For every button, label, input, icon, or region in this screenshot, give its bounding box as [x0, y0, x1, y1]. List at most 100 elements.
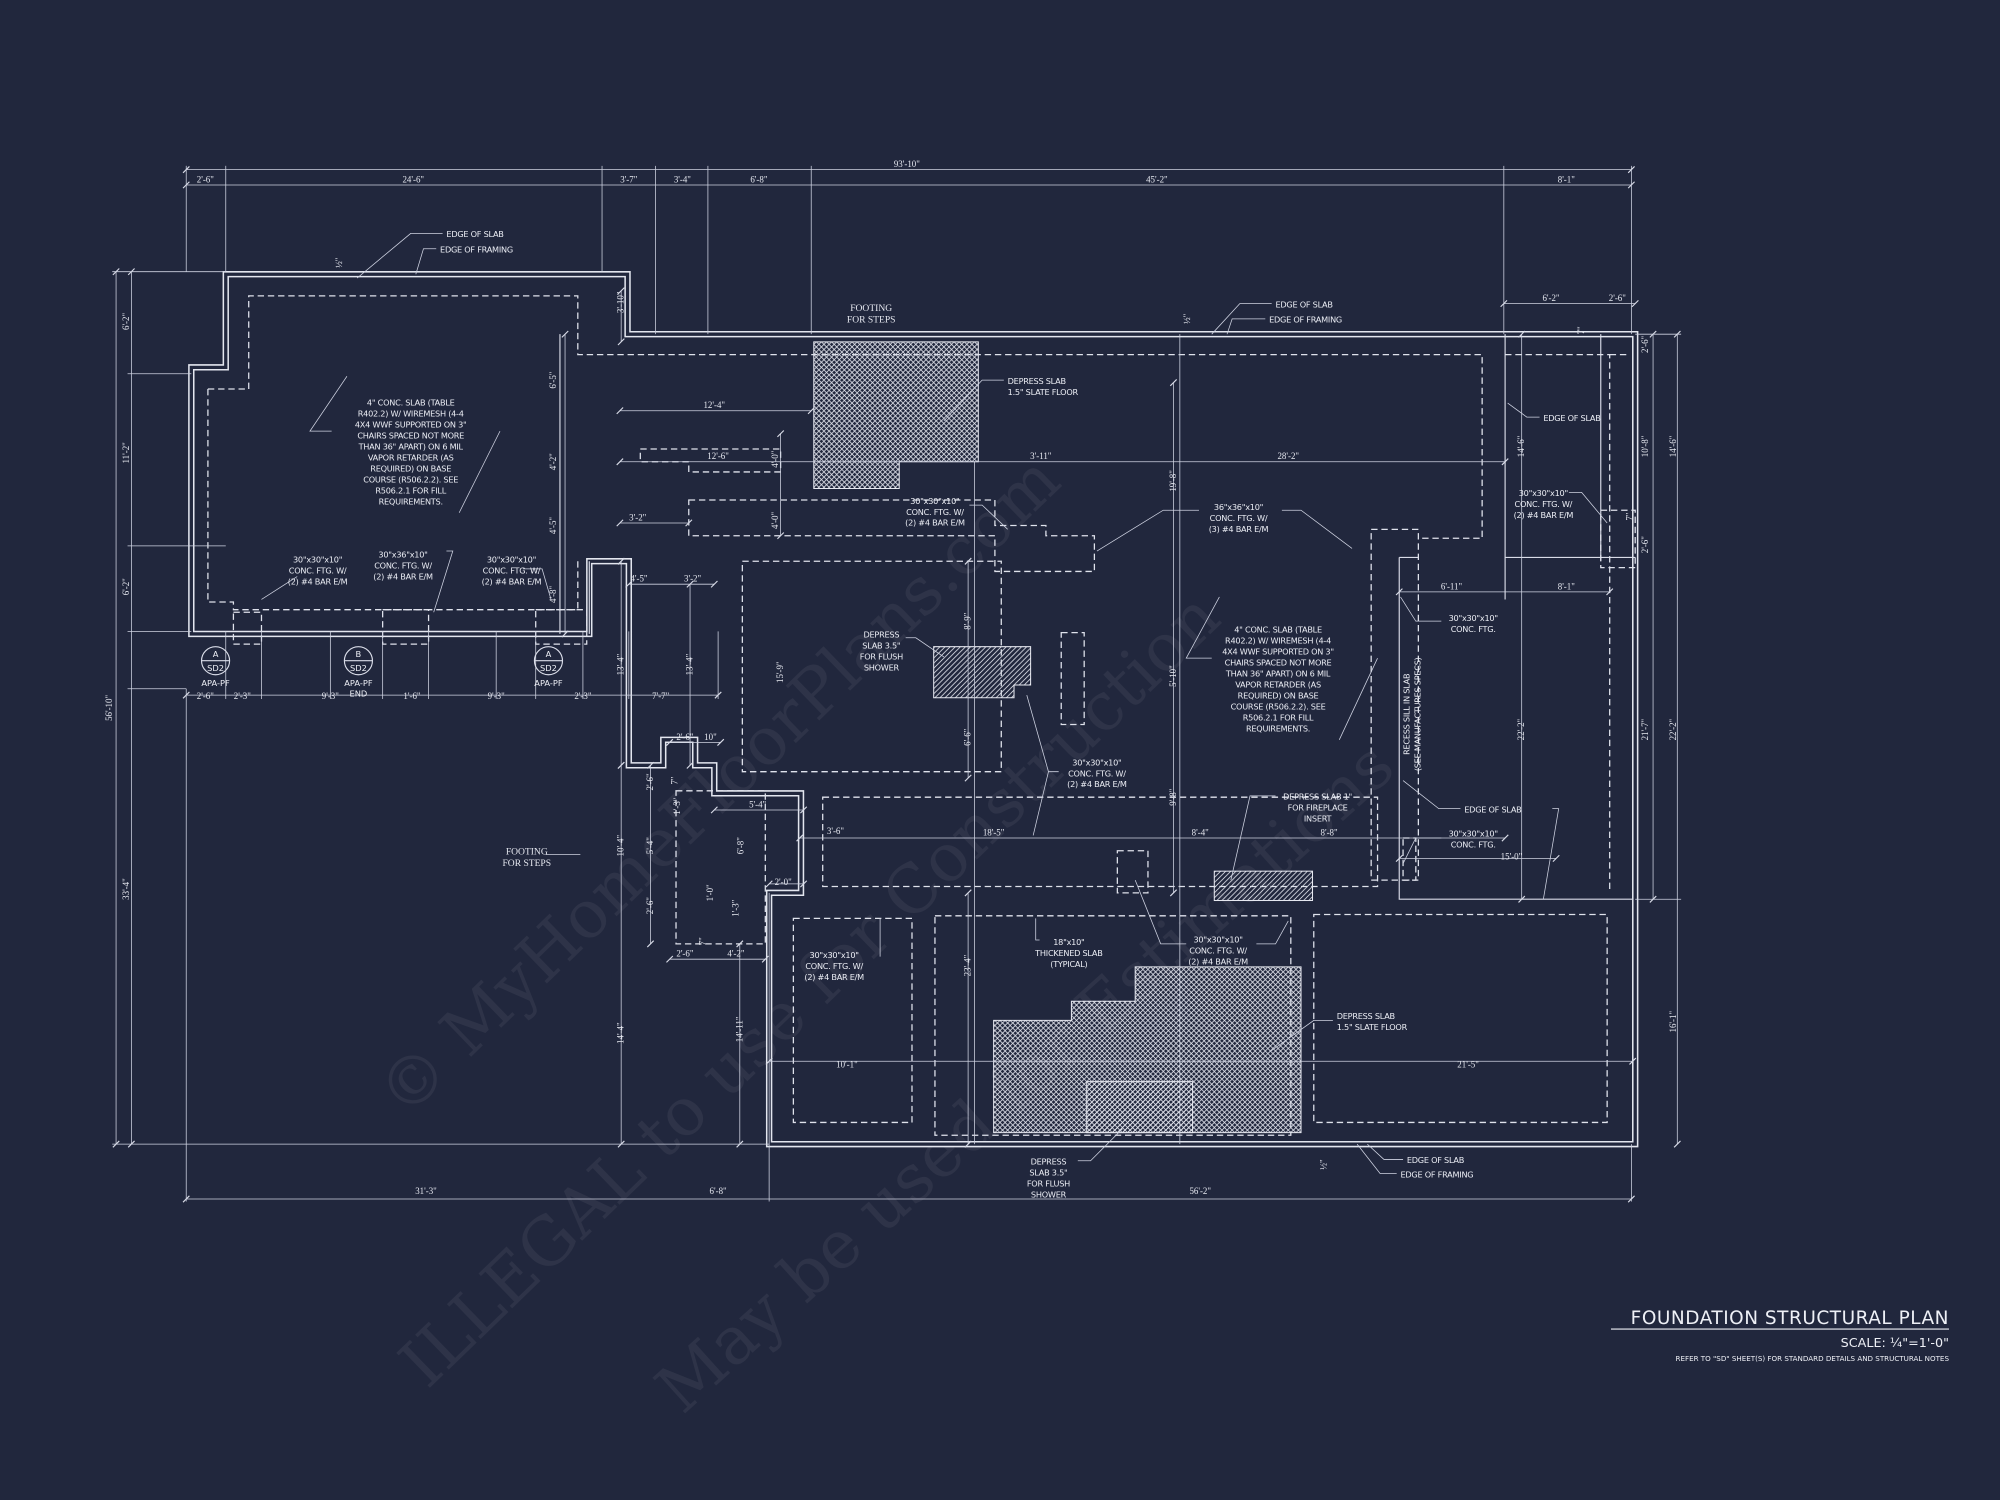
note-line: 30"x30"x10" [1072, 757, 1121, 767]
note-line: CONC. FTG. [1451, 840, 1496, 850]
leader-line [415, 248, 437, 275]
note-line: CONC. FTG. W/ [906, 507, 964, 517]
note-line: 4" CONC. SLAB (TABLE [367, 398, 455, 408]
note-line: DEPRESS [1031, 1157, 1067, 1167]
note-line: 30"x30"x10" [487, 555, 536, 565]
leader-line [261, 576, 298, 600]
note-line: 30"x30"x10" [810, 950, 859, 960]
dimension-tick [617, 287, 625, 295]
dimension-tick [964, 557, 972, 565]
dimension-tick [617, 557, 625, 565]
dimension-label: 2'-6" [197, 691, 214, 701]
slate-floor-depression-south [993, 966, 1302, 1134]
dimension-tick [646, 940, 655, 948]
dimension-label: 4'-2" [727, 949, 744, 959]
note: RECESS SILL IN SLAB(SEE MANUFACTURES SPE… [1401, 657, 1422, 771]
note-line: 4" CONC. SLAB (TABLE [1234, 625, 1322, 635]
note-line: 30"x30"x10" [1449, 829, 1498, 839]
note-line: DEPRESS SLAB 1" [1283, 792, 1352, 802]
note-line: CHAIRS SPACED NOT MORE [1225, 658, 1332, 668]
note: EDGE OF SLAB [1407, 1155, 1465, 1165]
note: 36"x36"x10"CONC. FTG. W/(3) #4 BAR E/M [1209, 502, 1269, 534]
leader-line [1077, 1128, 1123, 1162]
dimension-label: 2'-6" [197, 174, 214, 184]
drawing-title: FOUNDATION STRUCTURAL PLAN [1631, 1308, 1949, 1329]
note: EDGE OF SLAB [1464, 804, 1522, 814]
note: 30"x30"x10"CONC. FTG. W/(2) #4 BAR E/M [905, 496, 965, 528]
dimension-tick [666, 955, 674, 963]
note-line: DEPRESS SLAB [1008, 376, 1067, 386]
dimension-label: 1'-6" [403, 691, 420, 701]
note-line: 30"x30"x10" [293, 555, 342, 565]
leader-line [1356, 1143, 1397, 1174]
dimension-label: 18'-5" [983, 827, 1005, 837]
note-line: EDGE OF FRAMING [1269, 315, 1342, 325]
note-line: 36"x36"x10" [1214, 502, 1263, 512]
dimension-label: 10'-8" [1640, 435, 1650, 457]
dimension-label: 2'-6" [645, 897, 655, 914]
dimension-label: 7" [669, 776, 679, 784]
section-sheet: SD2 [350, 663, 367, 673]
dimension-label: 5'-10" [1168, 665, 1178, 687]
dimension-label: 10" [704, 732, 717, 742]
note-line: (TYPICAL) [1050, 959, 1087, 969]
dimension-label: 1'-0" [705, 884, 715, 901]
dimension-tick [1501, 834, 1509, 842]
dimension-label: 2'-6" [1609, 293, 1626, 303]
note-line: INSERT [1304, 814, 1332, 824]
dimension-label: 6'-6" [963, 728, 973, 745]
leader-line [1268, 1020, 1333, 1053]
dimension-label: 22'-2" [1668, 718, 1678, 740]
note-line: EDGE OF FRAMING [440, 245, 513, 255]
leader-line [905, 637, 945, 658]
note-line: FOOTING [850, 303, 892, 314]
hatched-areas [813, 341, 1314, 1134]
note-line: R506.2.1 FOR FILL [375, 485, 446, 495]
dimension-label: 3'-4" [674, 174, 691, 184]
note-line: 4X4 WWF SUPPORTED ON 3" [355, 420, 467, 430]
leader-line [1035, 918, 1040, 941]
dimension-label: 3'-11" [1030, 451, 1052, 461]
dimension-label: 1'-3" [731, 899, 741, 916]
leader-line [1281, 509, 1353, 549]
note-line: RECESS SILL IN SLAB [1401, 673, 1411, 755]
note-line: CONC. FTG. W/ [1210, 513, 1268, 523]
dimension-tick [1518, 330, 1526, 338]
dimension-tick [777, 532, 785, 540]
note: 30"x30"x10"CONC. FTG. W/(2) #4 BAR E/M [804, 950, 864, 982]
section-caption: APA-PF [344, 678, 373, 688]
note-line: 30"x30"x10" [1193, 935, 1242, 945]
note-line: EDGE OF SLAB [1543, 413, 1601, 423]
dimension-tick [1631, 299, 1639, 308]
dimension-label: 2'-6" [1640, 536, 1650, 553]
note-line: CONC. FTG. W/ [805, 961, 863, 971]
note-line: REQUIRED) ON BASE [370, 463, 451, 473]
leader-line [356, 233, 443, 279]
leader-line [1211, 303, 1272, 335]
dimension-tick [666, 738, 674, 746]
dimension-label: 13'-4" [685, 653, 695, 675]
note-line: R402.2) W/ WIREMESH (4-4 [1225, 636, 1331, 646]
dimension-label: 8'-1" [1558, 174, 1575, 184]
dimension-label: 2'-6" [645, 773, 655, 790]
dimension-label: 16'-1" [1668, 1011, 1678, 1033]
dimension-label: 21'-5" [1457, 1060, 1479, 1070]
leader-line [1230, 795, 1276, 881]
note-line: (2) #4 BAR E/M [905, 518, 965, 528]
dimension-tick [1629, 1057, 1637, 1065]
dimension-tick [616, 407, 624, 415]
leader-line [969, 504, 1008, 530]
dimension-label: 56'-10" [104, 695, 114, 721]
note-line: SLAB 3.5" [862, 641, 900, 651]
dimension-tick [617, 338, 625, 346]
dimension-tick [796, 834, 804, 842]
note-line: 4X4 WWF SUPPORTED ON 3" [1222, 647, 1334, 657]
note: 18"x10"THICKENED SLAB(TYPICAL) [1034, 937, 1103, 969]
